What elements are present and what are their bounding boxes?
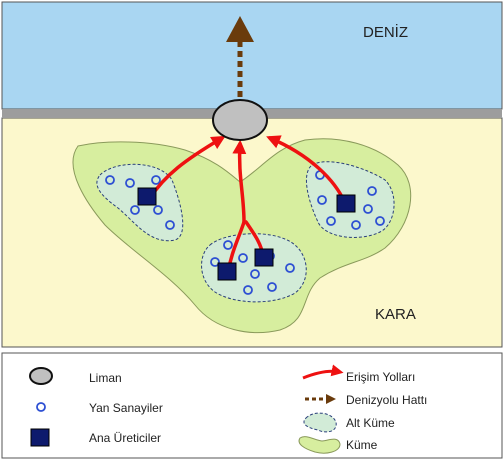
supplier-icon	[36, 402, 46, 412]
legend-label-cluster: Küme	[346, 438, 378, 452]
port-node	[212, 99, 268, 141]
supplier-node	[375, 216, 385, 226]
sea-label: DENİZ	[363, 23, 408, 41]
producer-node	[137, 187, 157, 206]
road-center-main	[232, 139, 247, 224]
producer-node	[336, 194, 356, 213]
sub-cluster-center	[201, 233, 307, 303]
supplier-node	[153, 205, 163, 215]
supplier-node	[317, 195, 327, 205]
port-icon	[29, 367, 53, 385]
supplier-node	[267, 282, 277, 292]
sea-route	[226, 16, 254, 97]
producer-node	[254, 248, 274, 267]
legend-label-producer: Ana Üreticiler	[89, 431, 161, 445]
cluster-icon	[298, 436, 341, 454]
supplier-node	[367, 186, 377, 196]
producer-icon	[30, 428, 50, 447]
supplier-node	[243, 285, 253, 295]
sea-area	[1, 1, 503, 110]
sub-cluster-icon	[303, 412, 337, 433]
road-arrow-icon	[302, 364, 344, 380]
legend-label-supplier: Yan Sanayiler	[89, 401, 163, 415]
supplier-node	[130, 205, 140, 215]
legend-panel: Liman Yan Sanayiler Ana Üreticiler Erişi…	[1, 352, 503, 459]
supplier-node	[285, 263, 295, 273]
map-panel: DENİZ KARA	[1, 1, 503, 348]
supplier-node	[210, 257, 220, 267]
supplier-node	[165, 220, 175, 230]
producer-node	[217, 262, 237, 281]
supplier-node	[363, 204, 373, 214]
legend-label-port: Liman	[89, 371, 122, 385]
land-label: KARA	[375, 306, 416, 323]
legend-label-sea-route: Denizyolu Hattı	[346, 393, 427, 407]
sea-route-arrow-icon	[305, 394, 336, 404]
supplier-node	[238, 253, 248, 263]
supplier-node	[326, 216, 336, 226]
supplier-node	[151, 175, 161, 185]
suppliers	[105, 170, 385, 295]
legend-label-road: Erişim Yolları	[346, 370, 415, 384]
legend-box	[1, 352, 503, 459]
supplier-node	[223, 240, 233, 250]
supplier-node	[125, 178, 135, 188]
producers	[137, 187, 356, 281]
supplier-node	[351, 220, 361, 230]
supplier-node	[105, 175, 115, 185]
supplier-node	[250, 269, 260, 279]
legend-label-sub-cluster: Alt Küme	[346, 416, 395, 430]
